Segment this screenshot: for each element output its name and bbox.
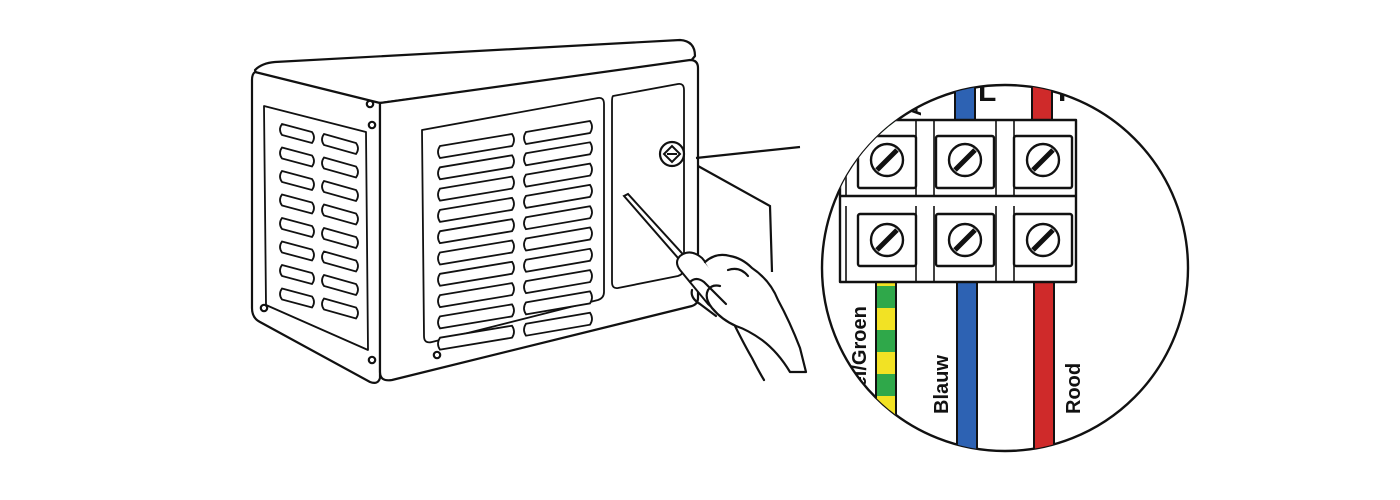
vent-slot [523,290,593,316]
vent-slot [321,132,359,156]
vent-slot [321,156,359,179]
vent-slot [321,297,359,320]
label-geel-groen: Geel/Groen [849,306,871,414]
terminal-screw [947,222,983,258]
vent-slot [437,324,515,351]
label-p: P [1058,75,1078,108]
terminal-screw [1025,142,1061,178]
vent-slot [437,133,515,159]
vent-slot [279,122,315,145]
vent-slot [523,247,593,273]
terminal-screw [947,142,983,178]
vent-slot [437,218,515,245]
vent-slot [279,287,315,309]
vent-slot [279,146,315,168]
wire-live-top [954,85,976,131]
terminal-screw [1025,222,1061,258]
side-vents [279,122,359,320]
zoom-content: Aarde L P Geel/Groen Blauw Rood [838,75,1085,451]
vent-slot [321,203,359,226]
wire-earth-bottom [875,281,897,451]
vent-slot [437,239,515,266]
vent-slot [279,169,315,192]
unit-top-face [253,38,697,105]
vent-slot [321,179,359,203]
wire-phase-top [1031,85,1053,131]
hand-icon [688,253,808,382]
vent-slot [523,183,593,209]
vent-slot [437,260,515,287]
vent-slot [437,303,515,330]
wire-phase-bottom [1033,281,1055,451]
vent-slot [279,216,315,239]
vent-slot [321,273,359,297]
vent-slot [437,154,515,181]
unit-screw [432,350,442,360]
vent-slot [437,196,515,223]
vent-slot [437,175,515,202]
vent-slot [437,282,515,309]
vent-slot [523,226,593,252]
vent-slot [523,162,593,188]
terminal-screw [869,142,905,178]
front-vents [437,120,593,351]
unit-screw [365,99,375,109]
label-rood: Rood [1063,363,1085,414]
label-l: L [978,75,996,108]
vent-slot [523,269,593,295]
vent-slot [279,193,315,215]
unit-screw [367,120,377,130]
vent-slot [321,226,359,250]
vent-slot [321,250,359,273]
access-panel [611,82,685,290]
callout-pointer [695,145,801,273]
label-blauw: Blauw [931,355,953,414]
vent-slot [279,263,315,286]
vent-slot [523,311,593,337]
vent-slot [523,141,593,167]
wire-earth-top [874,85,896,133]
terminal-screw [869,222,905,258]
terminal-screws [869,142,1061,258]
vent-slot [279,240,315,262]
panel-screw [658,140,686,168]
vent-slot [523,205,593,231]
unit-screw [367,355,377,365]
unit-screw [259,303,269,313]
wire-live-bottom [956,281,978,451]
vent-slot [523,120,593,145]
